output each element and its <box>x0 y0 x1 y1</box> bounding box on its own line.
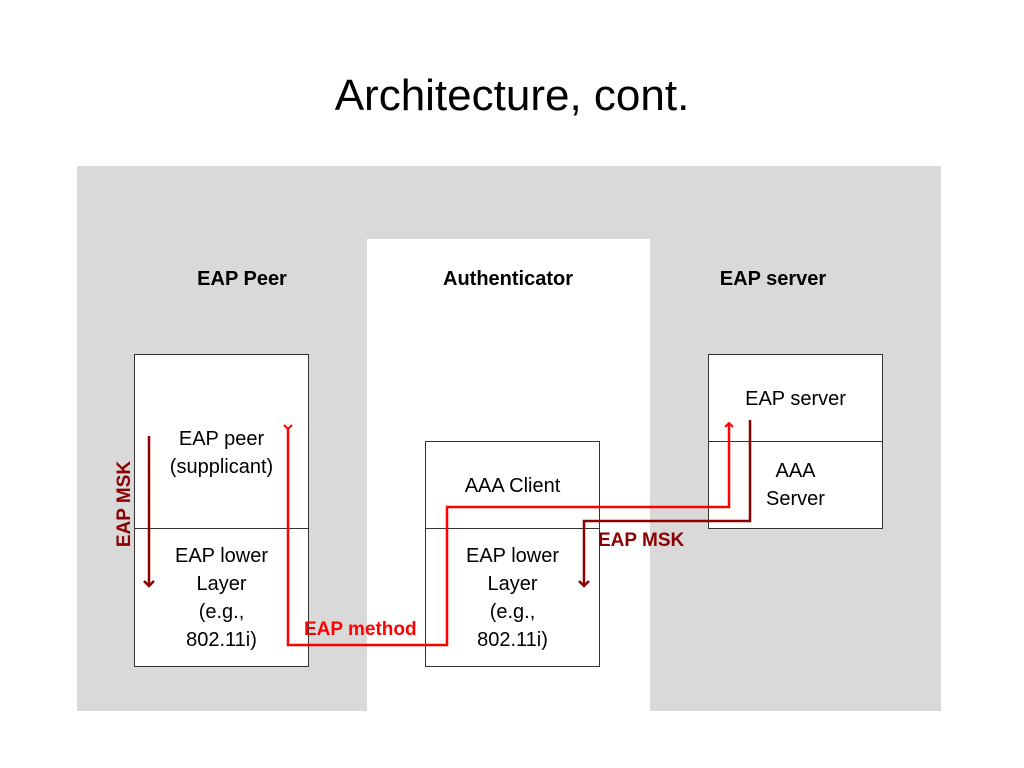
column-header-eap-peer: EAP Peer <box>197 268 287 290</box>
eap-msk-right-arrow <box>578 420 752 588</box>
authenticator-stack-box: AAA Client EAP lower Layer (e.g., 802.11… <box>425 441 600 667</box>
auth-lower-line-4: 802.11i) <box>477 629 548 651</box>
eap-method-label: EAP method <box>304 619 417 640</box>
aaa-client-cell: AAA Client <box>426 442 599 529</box>
peer-lower-line-1: EAP lower <box>174 545 268 567</box>
server-box-divider <box>709 441 882 442</box>
supplicant-label: (supplicant) <box>169 456 274 478</box>
aaa-server-line-2: Server <box>766 488 825 510</box>
peer-box-divider <box>135 528 308 529</box>
auth-lower-layer-cell: EAP lower Layer (e.g., 802.11i) <box>426 533 599 663</box>
peer-lower-line-3: (e.g., <box>198 601 245 623</box>
auth-lower-line-3: (e.g., <box>489 601 536 623</box>
eap-server-cell: EAP server <box>709 379 882 419</box>
aaa-server-cell: AAA Server <box>709 455 882 515</box>
eap-peer-stack-box: EAP peer (supplicant) EAP lower Layer (e… <box>134 354 309 667</box>
peer-lower-line-2: Layer <box>196 573 247 595</box>
slide-title: Architecture, cont. <box>334 71 690 120</box>
eap-msk-left-label: EAP MSK <box>114 460 135 548</box>
auth-lower-line-1: EAP lower <box>465 545 559 567</box>
eap-server-stack-box: EAP server AAA Server <box>708 354 883 529</box>
column-header-eap-server: EAP server <box>719 268 827 290</box>
auth-lower-line-2: Layer <box>487 573 538 595</box>
peer-lower-line-4: 802.11i) <box>186 629 257 651</box>
column-header-authenticator: Authenticator <box>443 268 573 290</box>
aaa-client-label: AAA Client <box>464 474 561 497</box>
peer-lower-layer-cell: EAP lower Layer (e.g., 802.11i) <box>135 533 308 663</box>
eap-peer-cell: EAP peer (supplicant) <box>135 403 308 503</box>
eap-method-arrow <box>283 421 734 647</box>
eap-msk-right-label: EAP MSK <box>598 530 685 551</box>
aaa-server-line-1: AAA <box>775 460 816 482</box>
auth-box-divider <box>426 528 599 529</box>
eap-server-label: EAP server <box>745 388 846 410</box>
eap-peer-label: EAP peer <box>178 428 265 450</box>
authenticator-top-region <box>367 166 650 239</box>
